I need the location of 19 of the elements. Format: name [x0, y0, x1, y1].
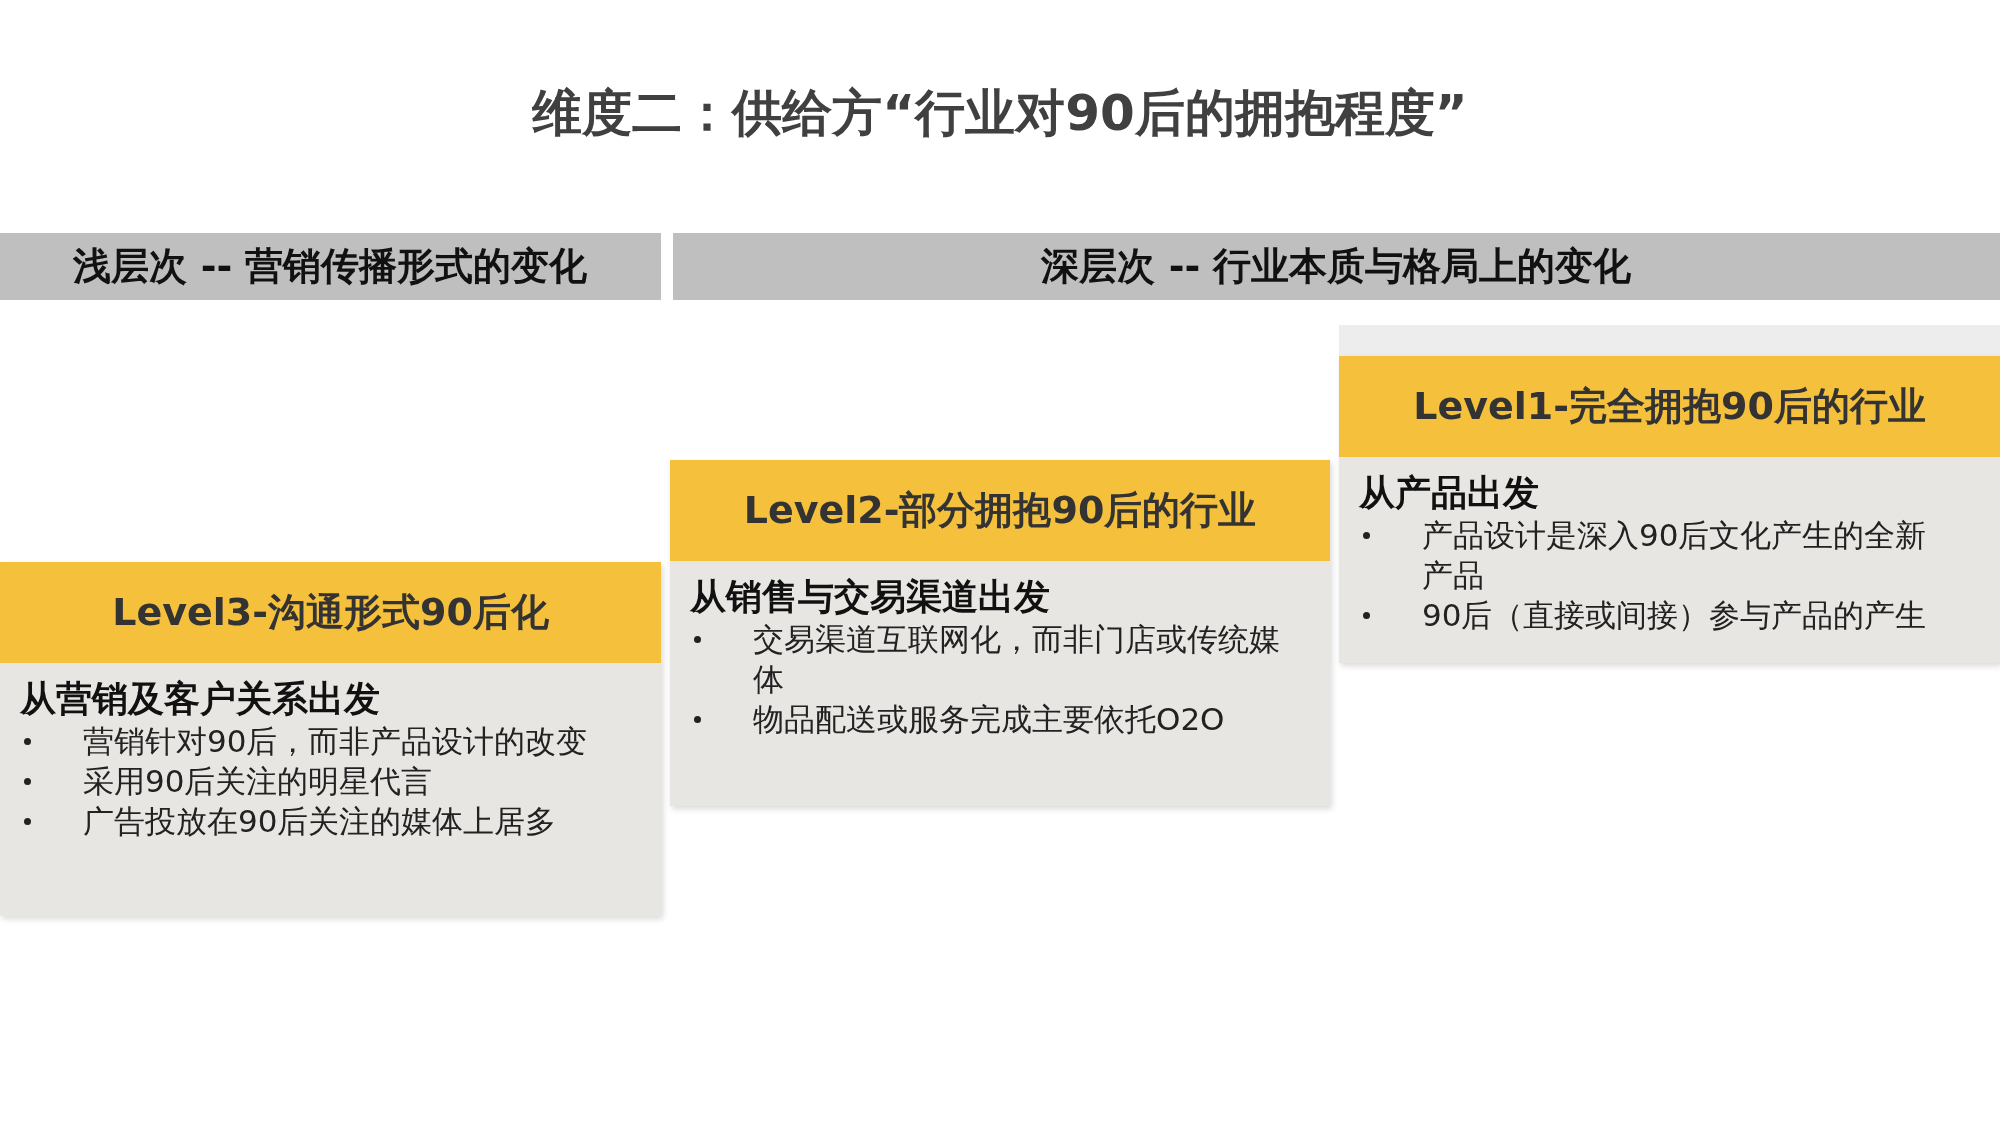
- bullet-item: 物品配送或服务完成主要依托O2O: [690, 699, 1286, 739]
- section-heading: 从营销及客户关系出发: [20, 677, 381, 721]
- level-card: [0, 562, 661, 916]
- bullet-item: 90后（直接或间接）参与产品的产生: [1359, 595, 1956, 635]
- level-card: [1339, 356, 2000, 663]
- bullet-item: 广告投放在90后关注的媒体上居多: [20, 801, 617, 841]
- level-card: [670, 460, 1330, 806]
- card-header: Level3-沟通形式90后化: [0, 562, 661, 663]
- card-header: Level1-完全拥抱90后的行业: [1339, 356, 2000, 457]
- section-heading: 从产品出发: [1359, 471, 1540, 515]
- header-bar: 浅层次 -- 营销传播形式的变化: [0, 233, 661, 300]
- bullet-item: 产品设计是深入90后文化产生的全新产品: [1359, 515, 1956, 595]
- bullet-item: 营销针对90后，而非产品设计的改变: [20, 721, 617, 761]
- bullet-item: 采用90后关注的明星代言: [20, 761, 617, 801]
- header-bar: 深层次 -- 行业本质与格局上的变化: [673, 233, 2000, 300]
- card-header: Level2-部分拥抱90后的行业: [670, 460, 1330, 561]
- page-title: 维度二：供给方“行业对90后的拥抱程度”: [532, 83, 1468, 144]
- bullet-item: 交易渠道互联网化，而非门店或传统媒体: [690, 619, 1286, 699]
- section-heading: 从销售与交易渠道出发: [690, 575, 1051, 619]
